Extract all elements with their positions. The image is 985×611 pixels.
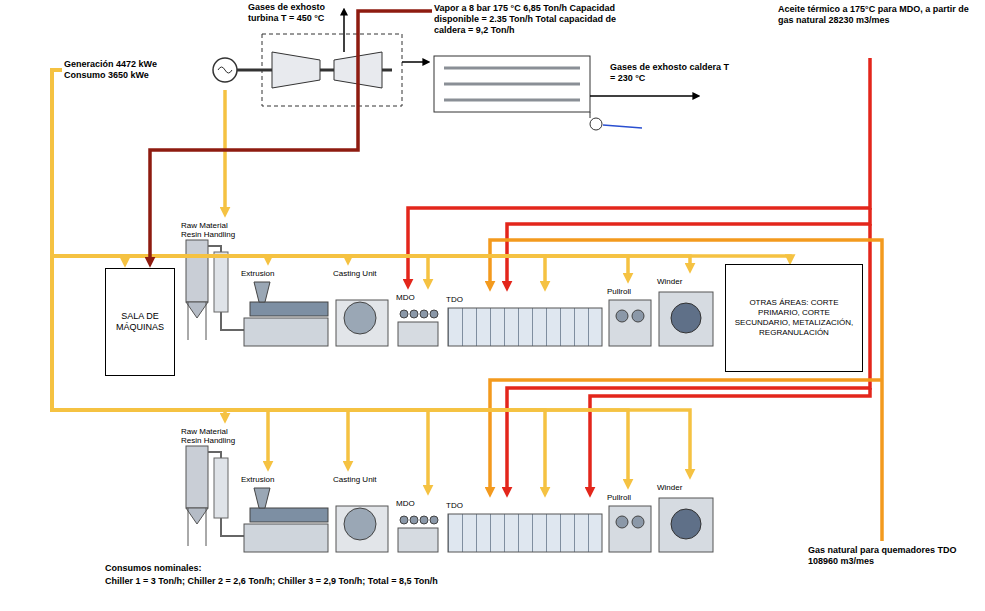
flow-label: Gases de exhosto caldera T = 230 °C [610, 62, 732, 84]
node-text: Extrusion [241, 269, 329, 278]
exhaust-duct [402, 61, 424, 63]
pump-pipe [590, 112, 591, 118]
power-line [52, 70, 348, 463]
boiler-outline [434, 56, 590, 112]
other-areas: OTRAS ÁREAS: CORTE PRIMARIO, CORTE SECUN… [725, 264, 863, 372]
node-text: OTRAS ÁREAS: CORTE PRIMARIO, CORTE SECUN… [730, 298, 858, 338]
node-text: MDO [396, 293, 439, 302]
node-text: MDO [396, 499, 439, 508]
gas-lines [490, 240, 882, 541]
flow-label: Aceite térmico a 175°C para MDO, a parti… [778, 4, 978, 26]
feedwater-line [603, 125, 642, 128]
pullroll-unit: Pullroll [606, 284, 654, 350]
power-line [52, 70, 790, 257]
boiler-tubes [444, 68, 580, 100]
winder-unit: Winder [656, 274, 716, 350]
node-text: Resin Handling [181, 230, 239, 239]
production-line [186, 446, 713, 552]
casting-unit: Casting Unit [332, 266, 392, 350]
flow-label: Chiller 1 = 3 Ton/h; Chiller 2 = 2,6 Ton… [105, 576, 438, 587]
casting-unit: Casting Unit [332, 472, 392, 556]
thermal-oil-lines [408, 58, 870, 489]
mdo-unit: MDO [395, 496, 440, 556]
turbine-exhaust-arrow [343, 14, 345, 52]
flow-label: Gas natural para quemadores TDO 108960 m… [808, 545, 973, 567]
node-text: Winder [657, 483, 715, 492]
node-text: SALA DE MÁQUINAS [109, 311, 171, 333]
tdo-unit: TDO [445, 292, 605, 350]
power-line [52, 70, 225, 415]
node-text: Generación 4472 kWe Consumo 3650 kWe [64, 59, 182, 81]
steam-line [150, 11, 432, 259]
power-line [52, 70, 628, 481]
power-line [52, 70, 545, 283]
extruder: Extrusion [240, 472, 330, 556]
node-text: Pullroll [607, 493, 653, 502]
node-text: Casting Unit [333, 269, 391, 278]
flow-label: Consumos nominales: [105, 563, 202, 574]
power-line [52, 70, 628, 275]
node-text: Casting Unit [333, 475, 391, 484]
mdo-unit: MDO [395, 290, 440, 350]
power-line [52, 70, 348, 257]
winder-unit: Winder [656, 480, 716, 556]
silo-unit: Raw MaterialResin Handling [180, 218, 240, 350]
power-line [52, 70, 690, 265]
machine-room: SALA DE MÁQUINAS [105, 268, 175, 376]
node-text: Raw Material [181, 221, 239, 230]
power-line [52, 70, 428, 487]
flow-label: Gases de exhosto turbina T = 450 °C [248, 2, 336, 24]
power-line [52, 70, 125, 259]
node-text: Pullroll [607, 287, 653, 296]
node-text: TDO [446, 501, 604, 510]
extruder: Extrusion [240, 266, 330, 350]
node-text: Resin Handling [181, 436, 239, 445]
silo-unit: Raw MaterialResin Handling [180, 424, 240, 556]
node-text: Extrusion [241, 475, 329, 484]
pump-symbol [590, 118, 602, 130]
node-text: Raw Material [181, 427, 239, 436]
node-text: TDO [446, 295, 604, 304]
power-line [52, 70, 268, 463]
pullroll-unit: Pullroll [606, 490, 654, 556]
power-line [52, 70, 690, 471]
power-line [52, 70, 428, 281]
power-line [52, 70, 545, 489]
steam-output: Vapor a 8 bar 175 °C 6,85 Ton/h Capacida… [432, 2, 632, 52]
compressor-symbol [272, 52, 320, 88]
power-line [52, 70, 268, 257]
node-text: Winder [657, 277, 715, 286]
generator: Generación 4472 kWe Consumo 3650 kWe [62, 50, 238, 90]
generator-sine [218, 67, 232, 73]
boiler-exhaust-arrow [590, 95, 694, 97]
node-text: Vapor a 8 bar 175 °C 6,85 Ton/h Capacida… [434, 3, 630, 36]
generator-symbol [213, 58, 237, 82]
tdo-unit: TDO [445, 498, 605, 556]
